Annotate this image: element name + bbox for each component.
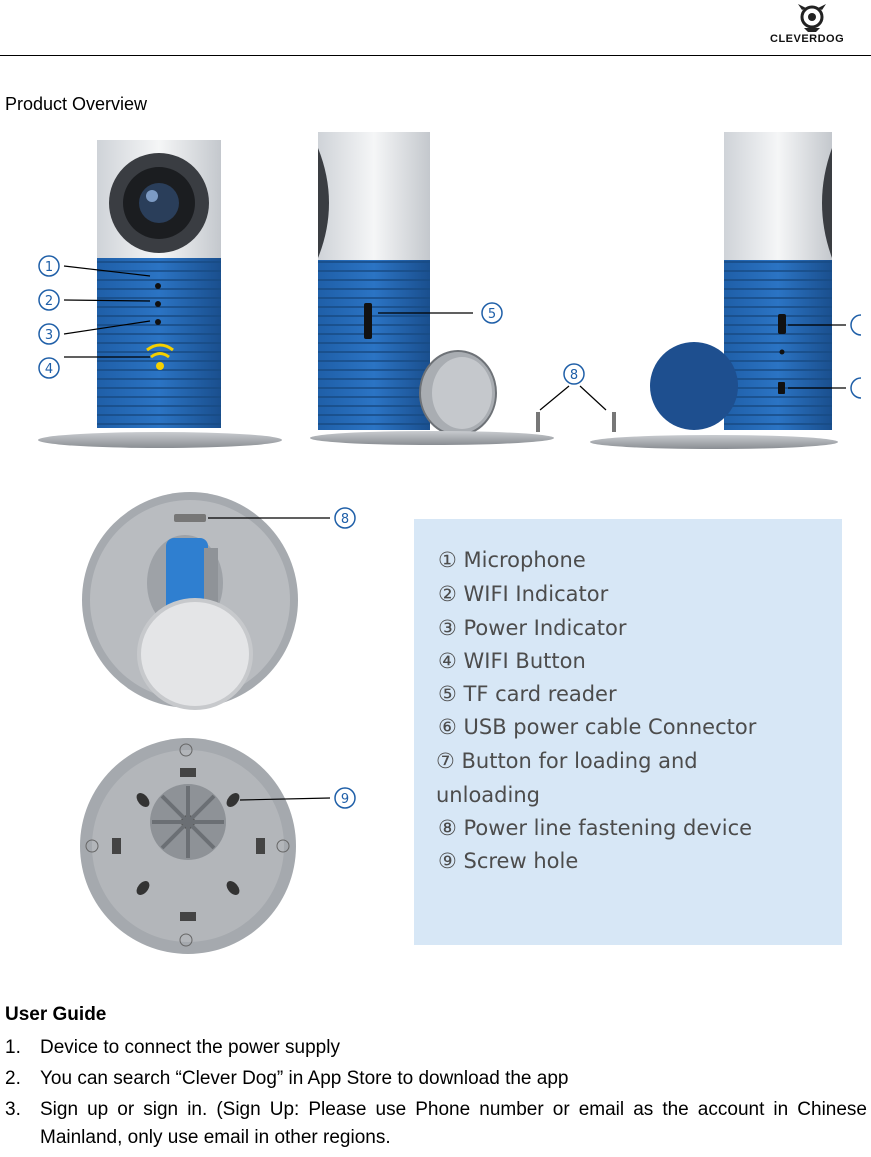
camera-back-view [590, 132, 838, 449]
clever-dog-logo [798, 4, 826, 32]
camera-side-view [310, 132, 554, 445]
callout-2: 2 [38, 289, 151, 311]
guide-step-2: 2. You can search “Clever Dog” in App St… [5, 1065, 867, 1093]
parts-legend-panel: ① Microphone ② WIFI Indicator ③ Power In… [414, 519, 842, 945]
legend-item-load-button: ⑦ Button for loading and unloading [436, 749, 698, 807]
product-diagram: 1 2 3 4 5 8 [38, 132, 862, 954]
guide-step-3: 3. Sign up or sign in. (Sign Up: Please … [5, 1096, 867, 1152]
callout-8-top: 8 [536, 363, 616, 432]
step-number: 2. [5, 1068, 21, 1089]
legend-item-usb-connector: ⑥ USB power cable Connector [438, 715, 757, 739]
base-plate-view [80, 738, 296, 954]
svg-text:3: 3 [45, 328, 53, 343]
legend-item-wifi-button: ④ WIFI Button [438, 649, 586, 673]
svg-text:8: 8 [570, 368, 578, 383]
callout-8-bottom: 8 [208, 507, 356, 529]
camera-bottom-dial-view [82, 492, 298, 710]
legend-item-wifi-indicator: ② WIFI Indicator [438, 582, 609, 606]
legend-item-screw-hole: ⑨ Screw hole [438, 849, 579, 873]
step-text: Sign up or sign in. (Sign Up: Please use… [40, 1099, 867, 1148]
callout-6 [788, 314, 862, 336]
camera-front-view [38, 140, 282, 448]
brand-wordmark: CLEVERDOG [770, 33, 845, 45]
step-number: 3. [5, 1099, 21, 1120]
callout-3: 3 [38, 320, 151, 345]
callout-1: 1 [38, 255, 151, 277]
callout-4: 4 [38, 356, 150, 379]
legend-item-power-line-fastener: ⑧ Power line fastening device [438, 816, 753, 840]
svg-text:8: 8 [341, 512, 349, 527]
legend-item-tf-card-reader: ⑤ TF card reader [438, 682, 617, 706]
step-number: 1. [5, 1037, 21, 1058]
svg-text:2: 2 [45, 294, 53, 309]
callout-5: 5 [378, 302, 503, 324]
svg-text:5: 5 [488, 307, 496, 322]
section-title-user-guide: User Guide [5, 1004, 107, 1025]
section-title-product-overview: Product Overview [5, 94, 148, 114]
svg-text:4: 4 [45, 362, 53, 377]
step-text: You can search “Clever Dog” in App Store… [40, 1068, 569, 1089]
callout-7 [788, 377, 862, 399]
svg-text:9: 9 [341, 792, 349, 807]
step-text: Device to connect the power supply [40, 1037, 340, 1058]
legend-item-microphone: ① Microphone [438, 548, 586, 572]
header-divider [0, 55, 871, 56]
legend-item-power-indicator: ③ Power Indicator [438, 616, 627, 640]
svg-text:1: 1 [45, 260, 53, 275]
guide-step-1: 1. Device to connect the power supply [5, 1034, 867, 1062]
callout-9: 9 [239, 787, 356, 809]
